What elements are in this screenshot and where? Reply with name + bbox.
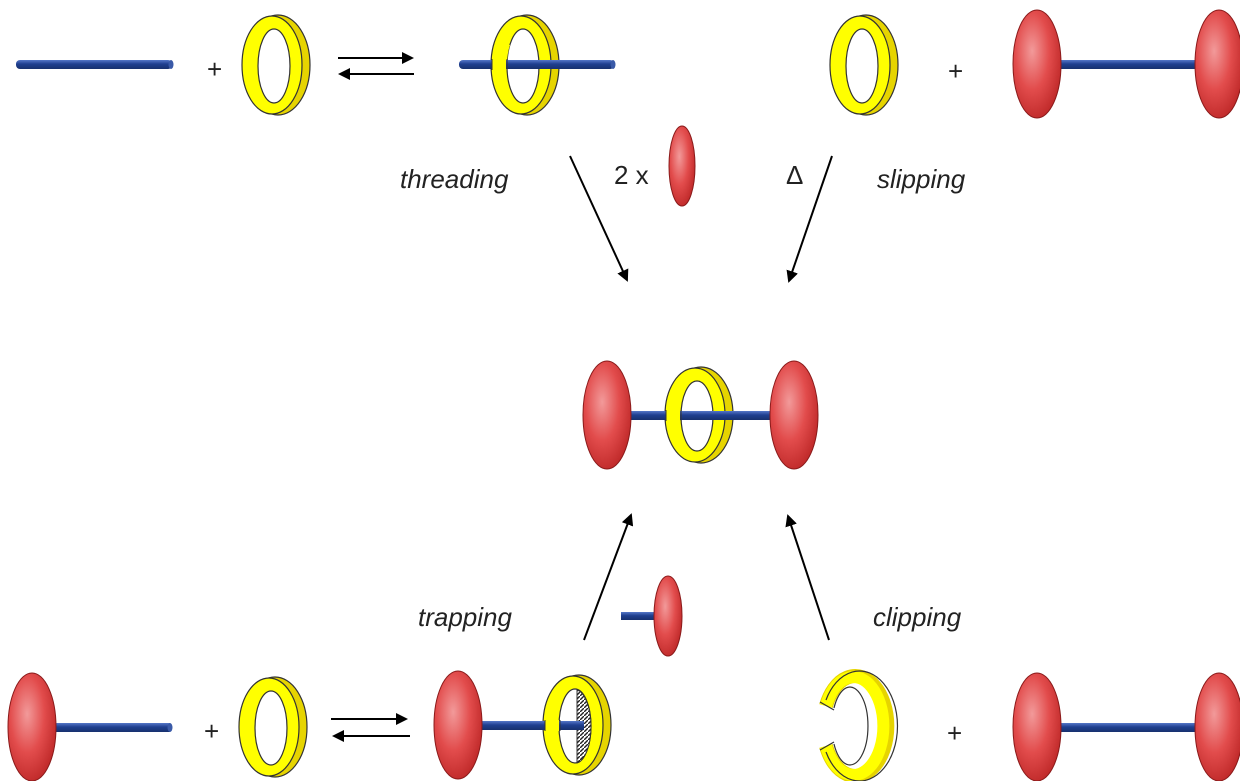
bottom-left-half-dumbbell bbox=[7, 672, 173, 781]
plus-sign: + bbox=[204, 716, 219, 746]
top-right-dumbbell bbox=[1012, 9, 1240, 119]
top-right-ring bbox=[829, 14, 899, 116]
bottom-right-dumbbell bbox=[1012, 672, 1240, 781]
open-ring bbox=[819, 669, 899, 781]
label-slipping: slipping bbox=[877, 164, 966, 194]
plus-sign: + bbox=[947, 718, 962, 748]
arrow-threading bbox=[569, 155, 629, 282]
label-two-x: 2 x bbox=[614, 160, 649, 190]
trapped-intermediate bbox=[433, 670, 612, 780]
label-trapping: trapping bbox=[418, 602, 512, 632]
arrow-trapping bbox=[583, 513, 634, 641]
equilibrium-arrows-bottom bbox=[331, 713, 410, 742]
label-threading: threading bbox=[400, 164, 509, 194]
top-left-axle bbox=[16, 60, 174, 69]
pseudorotaxane-top bbox=[459, 14, 616, 116]
arrow-slipping bbox=[786, 155, 833, 283]
label-delta: Δ bbox=[786, 160, 803, 190]
half-dumbbell-reagent bbox=[621, 575, 683, 657]
stopper-reagent bbox=[668, 125, 696, 207]
arrow-clipping bbox=[785, 514, 830, 641]
top-left-ring bbox=[241, 14, 311, 116]
label-clipping: clipping bbox=[873, 602, 962, 632]
equilibrium-arrows-top bbox=[338, 52, 414, 80]
plus-sign: + bbox=[948, 56, 963, 86]
bottom-left-ring bbox=[238, 676, 308, 778]
plus-sign: + bbox=[207, 54, 222, 84]
rotaxane-product bbox=[582, 360, 819, 470]
